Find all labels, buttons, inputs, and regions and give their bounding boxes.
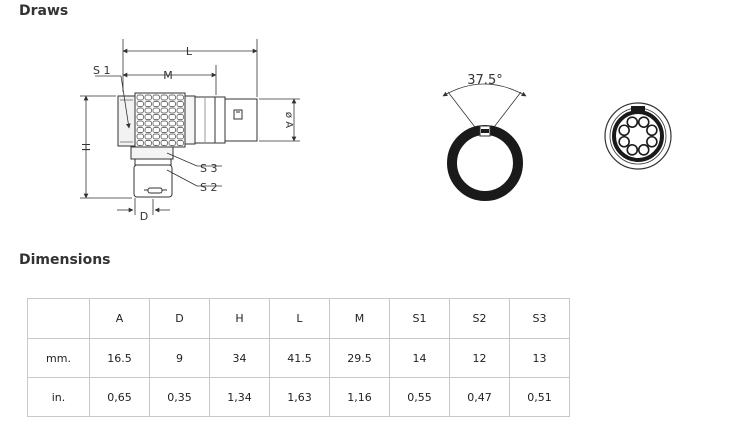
table-cell: 0,51 <box>509 377 570 417</box>
table-cell: 1,63 <box>269 377 330 417</box>
dim-label-d: D <box>140 210 148 223</box>
table-cell: 0,65 <box>89 377 150 417</box>
column-header: S1 <box>389 298 450 339</box>
dimensions-table: A D H L M S1 S2 S3 mm. 16.5 9 34 41.5 29… <box>27 298 570 417</box>
dim-label-s1: S 1 <box>93 64 110 77</box>
table-cell: 14 <box>389 338 450 378</box>
table-cell: 16.5 <box>89 338 150 378</box>
column-header: M <box>329 298 390 339</box>
dim-label-m: M <box>163 69 173 82</box>
contact-pins <box>618 116 658 156</box>
dim-label-a: ø A <box>283 112 294 128</box>
dim-label-s3: S 3 <box>200 162 217 175</box>
column-header: H <box>209 298 270 339</box>
table-cell: 1,16 <box>329 377 390 417</box>
table-cell: 34 <box>209 338 270 378</box>
table-cell: 0,55 <box>389 377 450 417</box>
keying-angle-label: 37.5° <box>467 73 502 88</box>
table-corner-cell <box>27 298 90 339</box>
column-header: A <box>89 298 150 339</box>
column-header: L <box>269 298 330 339</box>
table-cell: 41.5 <box>269 338 330 378</box>
dim-label-s2: S 2 <box>200 181 217 194</box>
keying-angle-view: 37.5° <box>442 73 527 201</box>
dim-label-l: L <box>186 45 193 58</box>
dim-label-h: H <box>79 143 92 151</box>
table-row: in. 0,65 0,35 1,34 1,63 1,16 0,55 0,47 0… <box>27 377 570 417</box>
table-cell: 29.5 <box>329 338 390 378</box>
section-heading-dimensions: Dimensions <box>19 252 111 268</box>
column-header: D <box>149 298 210 339</box>
section-heading-draws: Draws <box>19 3 69 19</box>
table-cell: 0,47 <box>449 377 510 417</box>
table-cell: 1,34 <box>209 377 270 417</box>
table-cell: 12 <box>449 338 510 378</box>
table-cell: 13 <box>509 338 570 378</box>
table-header-row: A D H L M S1 S2 S3 <box>27 298 570 339</box>
table-cell: 9 <box>149 338 210 378</box>
column-header: S3 <box>509 298 570 339</box>
table-cell: 0,35 <box>149 377 210 417</box>
row-unit-label: in. <box>27 377 90 417</box>
connector-technical-drawing: L M S 1 H ø A S 3 S 2 D 37.5° <box>79 39 672 223</box>
row-unit-label: mm. <box>27 338 90 378</box>
contact-face-view <box>604 102 672 170</box>
table-row: mm. 16.5 9 34 41.5 29.5 14 12 13 <box>27 338 570 378</box>
knurl-pattern <box>136 94 184 146</box>
column-header: S2 <box>449 298 510 339</box>
